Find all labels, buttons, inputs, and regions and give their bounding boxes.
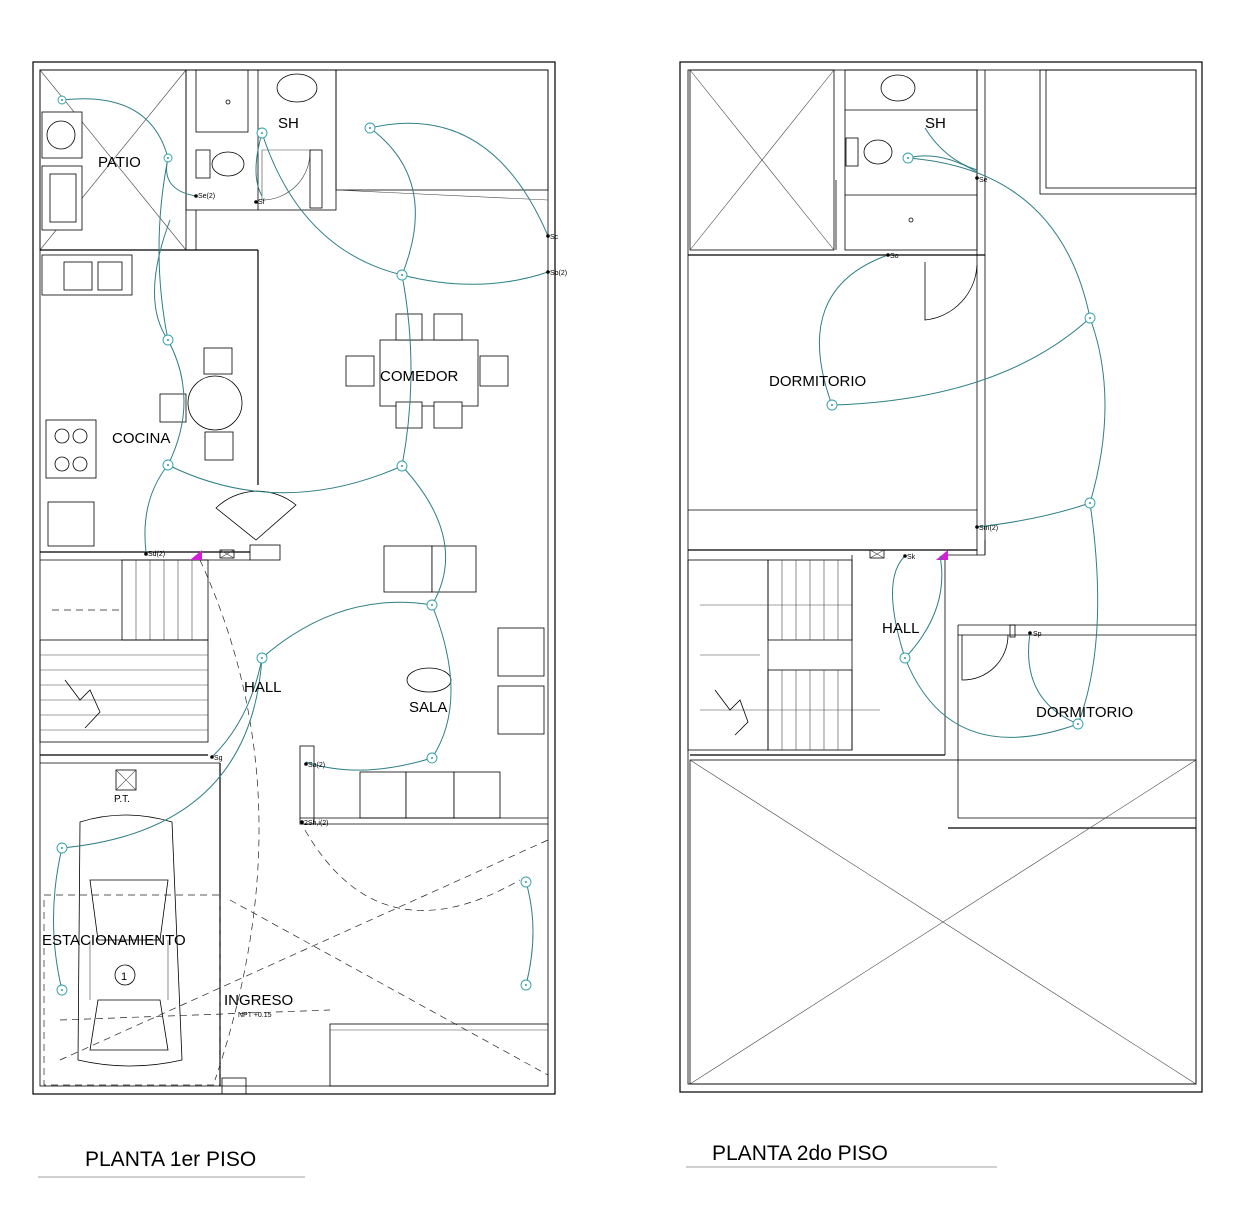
room-label-sh-2: SH (925, 115, 946, 132)
pt-label: P.T. (114, 794, 130, 805)
room-label-estacionamiento: ESTACIONAMIENTO (42, 932, 186, 949)
plan-title-second-floor: PLANTA 2do PISO (712, 1142, 888, 1165)
room-label-patio: PATIO (98, 154, 141, 171)
room-label-sh: SH (278, 115, 299, 132)
first-floor-outer-wall (32, 61, 556, 1095)
room-label-dormitorio-1: DORMITORIO (769, 373, 866, 390)
switch-label: Sm(2) (979, 525, 998, 532)
switch-label: Sd(2) (148, 551, 165, 558)
room-label-sala: SALA (409, 699, 447, 716)
first-floor-fixtures (56, 95, 532, 996)
second-floor-outer-wall (679, 61, 1203, 1093)
switch-label: 2Sh,i(2) (304, 820, 329, 827)
room-label-hall: HALL (244, 679, 282, 696)
switch-label: Sf (258, 199, 265, 206)
car-number: 1 (121, 971, 127, 983)
switch-label: Sp (1033, 631, 1042, 638)
second-floor-wiring (819, 127, 1106, 738)
switch-label: Sc (550, 234, 559, 241)
room-label-hall-2: HALL (882, 620, 920, 637)
switch-label: So (890, 253, 899, 260)
second-floor-plan: Se So Sm(2) Sk Sp SH DORMITORIO HALL DOR… (679, 61, 1203, 1093)
room-label-comedor: COMEDOR (380, 368, 459, 385)
switch-label: Sg (214, 755, 223, 762)
switch-label: Se(2) (198, 193, 215, 200)
electrical-panel-marker-2 (936, 550, 948, 560)
switch-label: Sa(2) (308, 762, 325, 769)
room-label-ingreso: INGRESO (224, 992, 293, 1009)
car-outline (77, 814, 183, 1067)
first-floor-plan: PATIO SH COMEDOR COCINA HALL SALA ESTACI… (32, 61, 567, 1095)
electrical-panel-marker (190, 550, 202, 560)
plan-title-first-floor: PLANTA 1er PISO (85, 1148, 256, 1171)
room-label-cocina: COCINA (112, 430, 170, 447)
second-floor-fixtures (826, 152, 1096, 730)
first-floor-wiring (53, 98, 549, 991)
npt-level: NPT +0.15 (238, 1012, 272, 1019)
stairs-first-floor (39, 559, 209, 743)
switch-label: Sb(2) (550, 270, 567, 277)
switch-label: Se (979, 177, 988, 184)
stairs-second-floor (687, 559, 880, 751)
room-label-dormitorio-2: DORMITORIO (1036, 704, 1133, 721)
switch-label: Sk (907, 554, 916, 561)
